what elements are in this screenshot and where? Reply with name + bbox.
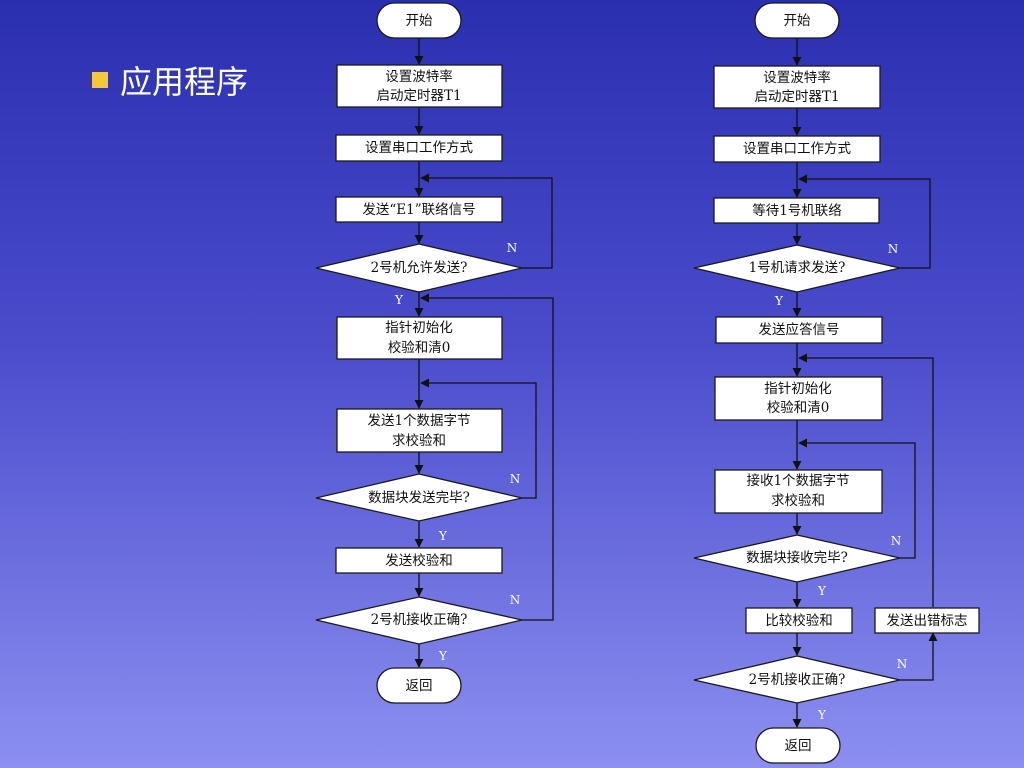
receiver-serial-mode-label: 设置串口工作方式 — [743, 141, 851, 157]
sender-received-ok-decision — [315, 596, 523, 645]
sender-send-checksum-label: 发送校验和 — [385, 552, 453, 569]
sender-serial-mode-label: 设置串口工作方式 — [365, 140, 473, 156]
receiver-request-decision — [693, 244, 901, 293]
receiver-request-yes-label: Y — [774, 294, 784, 308]
receiver-init-line2: 启动定时器T1 — [754, 89, 839, 105]
sender-start-label: 开始 — [406, 13, 433, 29]
sender-received-ok-yes-label: Y — [438, 649, 448, 663]
receiver-wait-handshake-box — [713, 197, 880, 224]
sender-send-byte-box — [336, 408, 503, 453]
sender-init-box — [336, 64, 503, 108]
receiver-ptr-init-line1: 指针初始化 — [764, 380, 832, 397]
sender-connectors — [414, 38, 554, 668]
sender-handshake-label: 发送“E1”联络信号 — [362, 202, 475, 218]
receiver-init-line1: 设置波特率 — [763, 69, 831, 86]
sender-flowchart: 开始 设置波特率 启动定时器T1 设置串口工作方式 发送“E1”联络信号 2号机… — [315, 2, 554, 704]
sender-send-byte-line2: 求校验和 — [392, 432, 446, 449]
slide-title: 应用程序 — [92, 58, 248, 102]
slide-title-text: 应用程序 — [120, 63, 249, 101]
receiver-compare-checksum-label: 比较校验和 — [765, 612, 833, 629]
sender-allow-label: 2号机允许发送? — [371, 260, 468, 276]
sender-allow-decision — [315, 243, 523, 293]
sender-handshake-box — [335, 196, 503, 223]
receiver-error-flag-label: 发送出错标志 — [887, 613, 968, 629]
sender-block-done-decision — [315, 473, 523, 522]
receiver-recv-byte-line1: 接收1个数据字节 — [746, 472, 849, 489]
receiver-ptr-init-line2: 校验和清0 — [767, 399, 830, 416]
sender-end-label: 返回 — [406, 678, 433, 694]
receiver-end-label: 返回 — [785, 738, 812, 754]
receiver-start-terminal — [754, 2, 840, 39]
receiver-init-box — [713, 65, 881, 109]
receiver-serial-mode-box — [713, 135, 881, 163]
sender-init-line2: 启动定时器T1 — [376, 88, 461, 104]
receiver-end-terminal — [755, 727, 841, 764]
sender-received-ok-label: 2号机接收正确? — [371, 611, 468, 628]
receiver-received-ok-label: 2号机接收正确? — [749, 671, 846, 688]
sender-block-done-yes-label: Y — [438, 529, 448, 543]
sender-send-checksum-box — [335, 547, 503, 574]
sender-allow-no-label: N — [507, 241, 518, 255]
receiver-received-ok-decision — [693, 655, 901, 704]
receiver-start-label: 开始 — [784, 13, 812, 29]
sender-ptr-init-box — [336, 316, 503, 360]
sender-init-line1: 设置波特率 — [385, 68, 453, 85]
receiver-compare-checksum-box — [745, 607, 853, 634]
sender-ptr-init-line2: 校验和清0 — [388, 339, 451, 356]
receiver-block-done-yes-label: Y — [817, 584, 827, 598]
receiver-request-no-label: N — [888, 242, 899, 256]
sender-received-ok-no-label: N — [510, 593, 521, 607]
sender-serial-mode-box — [335, 134, 503, 162]
receiver-block-done-no-label: N — [891, 534, 902, 548]
receiver-flowchart: 开始 设置波特率 启动定时器T1 设置串口工作方式 等待1号机联络 1号机请求发… — [693, 2, 980, 764]
sender-block-done-no-label: N — [510, 472, 521, 486]
sender-start-terminal — [376, 2, 462, 39]
sender-ptr-init-line1: 指针初始化 — [385, 319, 453, 336]
receiver-block-done-decision — [693, 534, 901, 583]
receiver-wait-handshake-label: 等待1号机联络 — [752, 202, 842, 219]
sender-send-byte-line1: 发送1个数据字节 — [367, 413, 470, 429]
bullet-square-icon — [92, 72, 108, 88]
receiver-recv-byte-box — [714, 469, 883, 514]
sender-allow-yes-label: Y — [394, 293, 404, 307]
sender-end-terminal — [376, 667, 462, 704]
receiver-error-flag-box — [874, 607, 980, 634]
sender-block-done-label: 数据块发送完毕? — [368, 490, 470, 506]
receiver-send-ack-label: 发送应答信号 — [759, 321, 840, 338]
receiver-request-label: 1号机请求发送? — [749, 260, 846, 276]
receiver-connectors — [792, 38, 938, 728]
receiver-recv-byte-line2: 求校验和 — [771, 492, 825, 509]
receiver-ptr-init-box — [714, 376, 883, 421]
receiver-received-ok-no-label: N — [897, 657, 908, 671]
receiver-send-ack-box — [715, 316, 883, 344]
receiver-received-ok-yes-label: Y — [817, 708, 827, 722]
receiver-block-done-label: 数据块接收完毕? — [746, 549, 848, 566]
